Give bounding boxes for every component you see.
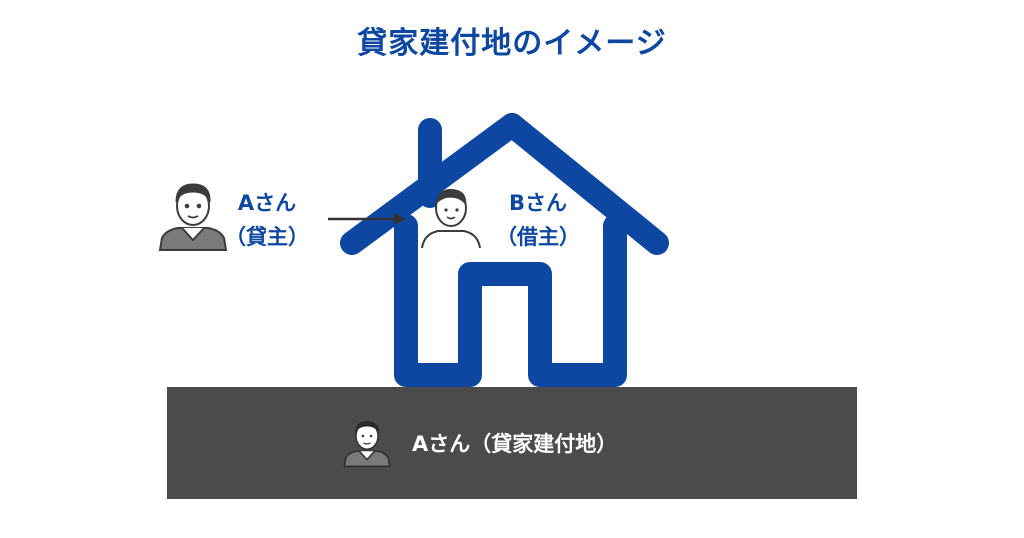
tenant-role: （借主） bbox=[496, 225, 580, 249]
avatar-collar bbox=[181, 227, 205, 242]
diagram-title: 貸家建付地のイメージ bbox=[357, 26, 667, 61]
roof-right bbox=[500, 113, 669, 255]
owner-label: Aさん （貸主） bbox=[197, 186, 337, 254]
land-avatar bbox=[343, 421, 391, 467]
house-outline-icon bbox=[340, 113, 669, 387]
ground-land-block bbox=[167, 387, 857, 499]
arrow-right-icon bbox=[328, 213, 406, 225]
owner-role: （貸主） bbox=[225, 225, 309, 249]
house-walls bbox=[394, 214, 627, 387]
tenant-name: Bさん bbox=[508, 191, 567, 215]
owner-name: Aさん bbox=[237, 191, 297, 215]
tenant-avatar bbox=[421, 188, 481, 249]
roof-left bbox=[340, 113, 524, 255]
person-outline-avatar-icon bbox=[421, 188, 481, 249]
avatar-hair bbox=[175, 183, 211, 203]
land-label: Aさん（貸家建付地） bbox=[412, 432, 618, 456]
tenant-label: Bさん （借主） bbox=[468, 186, 608, 254]
tenant-hair bbox=[436, 188, 467, 206]
house-shape bbox=[340, 113, 669, 387]
man-avatar-icon bbox=[158, 183, 228, 251]
man-avatar-icon bbox=[343, 421, 391, 467]
owner-avatar bbox=[158, 183, 228, 251]
tenant-body bbox=[421, 230, 481, 249]
arrow-head bbox=[394, 213, 406, 225]
